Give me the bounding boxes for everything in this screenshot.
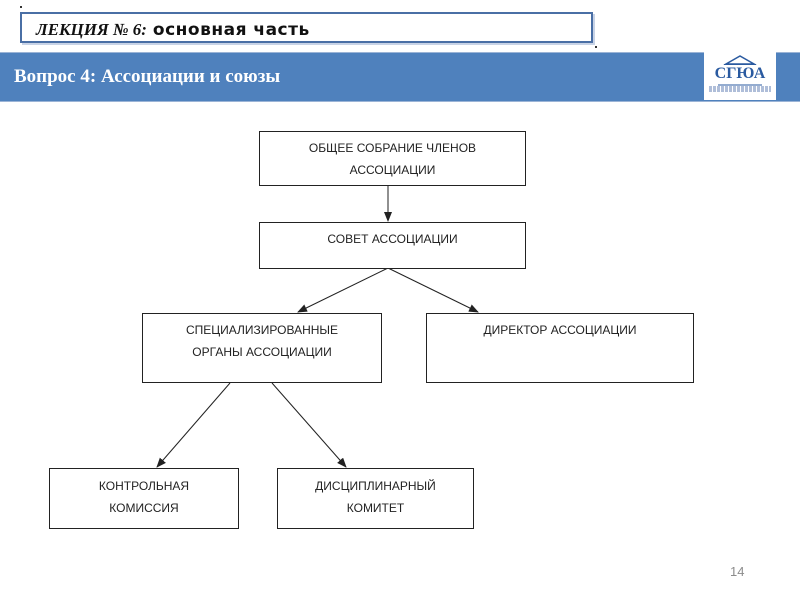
university-logo: СГЮА (704, 52, 776, 100)
arrow-specialized-to-control (156, 382, 231, 468)
logo-text: СГЮА (714, 65, 766, 82)
logo-emblem-icon (718, 55, 762, 86)
arrow-specialized-to-disciplinary (271, 382, 347, 468)
lecture-number: ЛЕКЦИЯ № 6: (36, 20, 147, 39)
page-number: 14 (730, 564, 745, 579)
logo-caption (709, 86, 771, 92)
slide-title: Вопрос 4: Ассоциации и союзы (14, 66, 281, 87)
decor-dot (595, 46, 597, 48)
node-specialized-line1: СПЕЦИАЛИЗИРОВАННЫЕ (185, 323, 339, 337)
node-council: СОВЕТ АССОЦИАЦИИ (259, 222, 526, 269)
node-director: ДИРЕКТОР АССОЦИАЦИИ (426, 313, 694, 383)
node-control-line1: КОНТРОЛЬНАЯ (98, 479, 190, 493)
arrow-council-to-specialized (297, 267, 389, 313)
node-control-line2: КОМИССИЯ (109, 501, 179, 515)
node-specialized-line2: ОРГАНЫ АССОЦИАЦИИ (192, 345, 332, 359)
node-general-meeting: ОБЩЕЕ СОБРАНИЕ ЧЛЕНОВ АССОЦИАЦИИ (259, 131, 526, 186)
node-director-line1: ДИРЕКТОР АССОЦИАЦИИ (483, 323, 637, 337)
node-council-line1: СОВЕТ АССОЦИАЦИИ (327, 232, 458, 246)
lecture-label: ЛЕКЦИЯ № 6: основная часть (36, 20, 310, 40)
arrow-council-to-director (387, 267, 479, 313)
node-general-meeting-line2: АССОЦИАЦИИ (349, 163, 436, 177)
node-disciplinary-line1: ДИСЦИПЛИНАРНЫЙ (315, 479, 436, 493)
slide-header-bar: Вопрос 4: Ассоциации и союзы (0, 52, 800, 102)
decor-dot (20, 6, 22, 8)
node-disciplinary-committee: ДИСЦИПЛИНАРНЫЙ КОМИТЕТ (277, 468, 474, 529)
lecture-label-box: ЛЕКЦИЯ № 6: основная часть (20, 12, 593, 43)
node-disciplinary-line2: КОМИТЕТ (346, 501, 405, 515)
lecture-part: основная часть (152, 20, 310, 40)
node-specialized-bodies: СПЕЦИАЛИЗИРОВАННЫЕ ОРГАНЫ АССОЦИАЦИИ (142, 313, 382, 383)
node-control-commission: КОНТРОЛЬНАЯ КОМИССИЯ (49, 468, 239, 529)
node-general-meeting-line1: ОБЩЕЕ СОБРАНИЕ ЧЛЕНОВ (308, 141, 477, 155)
